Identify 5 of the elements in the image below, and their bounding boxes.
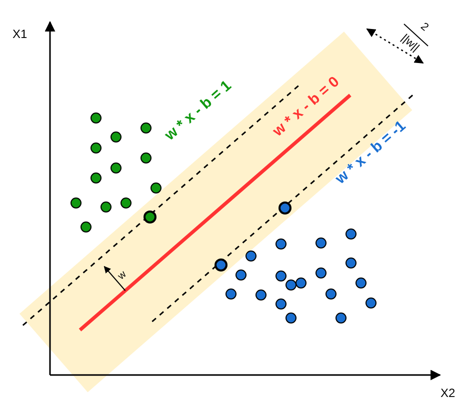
axis-label: X2 [440,387,456,399]
axis-label: X1 [12,28,28,40]
vector-label: w [116,270,128,282]
equation-label: w * x - b = 1 [162,77,234,143]
fraction-numerator: 2 [418,20,430,34]
